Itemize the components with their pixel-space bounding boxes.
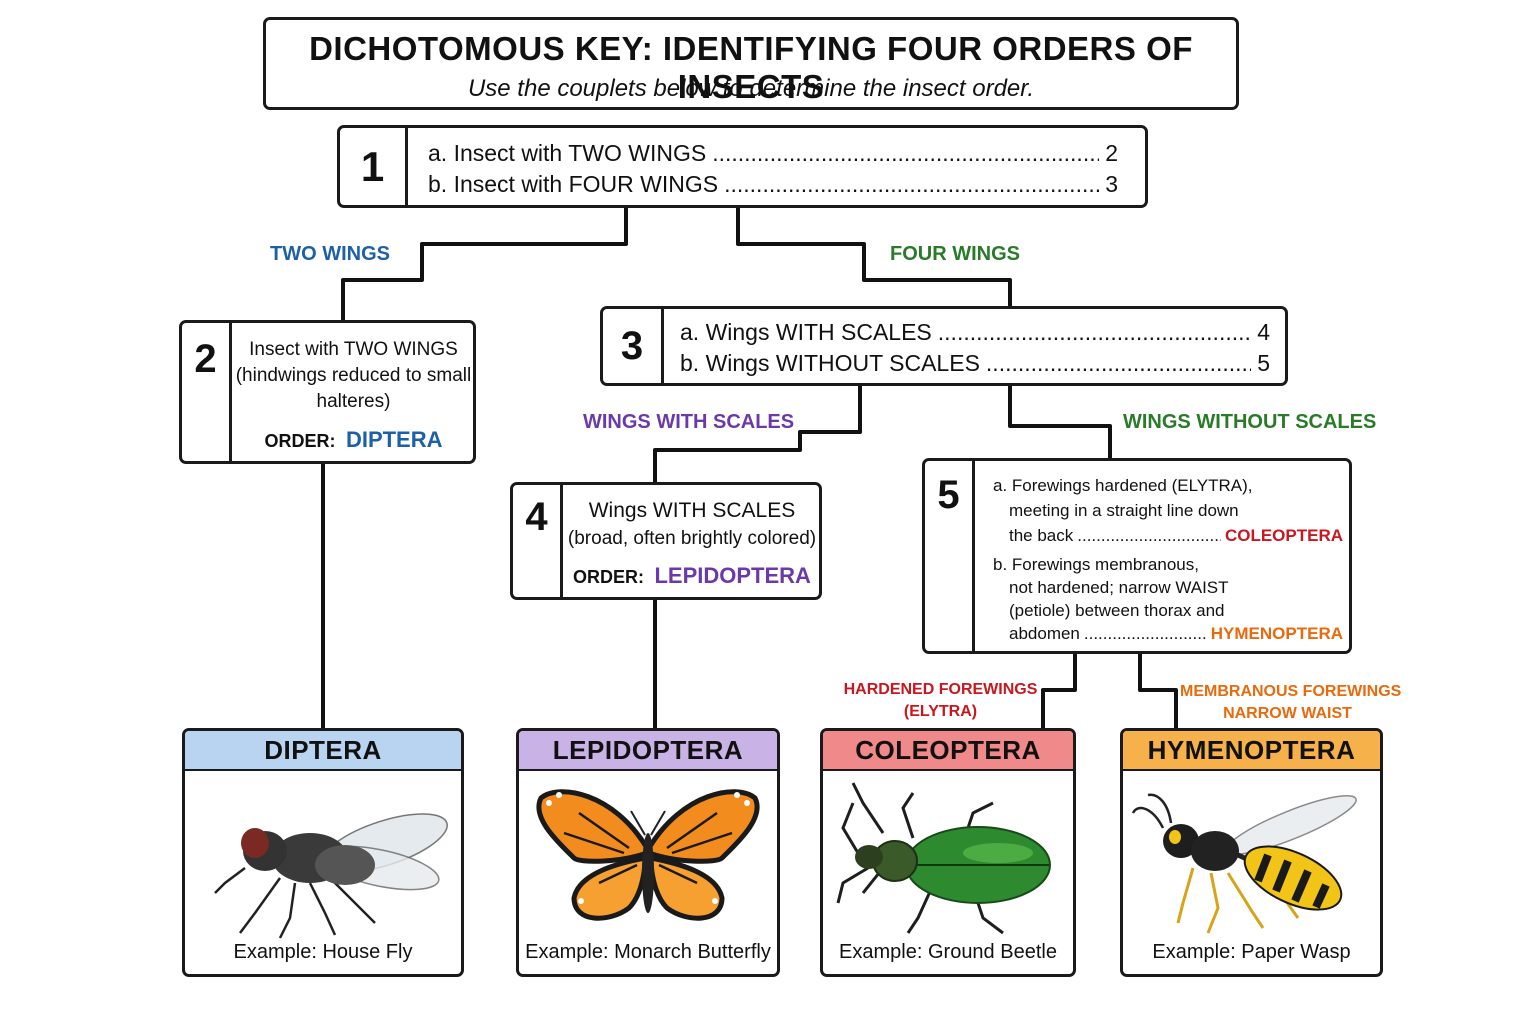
couplet-5-b-line3: (petiole) between thorax and [1009,601,1225,620]
couplet-5-a-line3: the back [1009,526,1074,545]
couplet-3-option-b: b. Wings WITHOUT SCALES ................… [680,350,1270,377]
couplet-1-option-a: a. Insect with TWO WINGS ...............… [428,140,1118,167]
branch-label-four-wings: FOUR WINGS [890,243,1020,265]
branch-label-hardened-line1: HARDENED FOREWINGS [843,681,1038,698]
dot-leader: ........................................… [1077,526,1221,545]
card-diptera: DIPTERA Example: House Fly [182,728,464,977]
order-value-lepidoptera: LEPIDOPTERA [654,563,811,588]
paper-wasp-icon [1123,773,1380,943]
couplet-5-number: 5 [925,461,975,651]
branch-label-membranous-forewings: MEMBRANOUS FOREWINGS NARROW WAIST [1180,681,1402,725]
couplet-5-a-line2: meeting in a straight line down [1009,501,1239,520]
monarch-butterfly-icon [519,773,777,943]
couplet-3-option-b-text: b. Wings WITHOUT SCALES [680,350,980,376]
connector-5-to-hymenoptera [1138,654,1178,730]
card-hymenoptera: HYMENOPTERA Example: Paper Wasp [1120,728,1383,977]
couplet-1-option-b: b. Insect with FOUR WINGS ..............… [428,171,1118,198]
connector-3-to-5 [1008,386,1112,460]
couplet-3-option-a: a. Wings WITH SCALES ...................… [680,319,1270,346]
dot-leader: ........................................… [724,171,1099,197]
card-hymenoptera-header: HYMENOPTERA [1123,731,1380,771]
card-coleoptera: COLEOPTERA Example: Ground Beetle [820,728,1076,977]
dot-leader: ........................................… [712,140,1099,166]
couplet-4-line1: Wings WITH SCALES [588,499,796,522]
couplet-2-number: 2 [182,323,232,461]
couplet-5-b-line1: b. Forewings membranous, [993,555,1199,574]
couplet-2-description: Insect with TWO WINGS (hindwings reduced… [234,337,473,415]
card-diptera-example: Example: House Fly [233,941,413,963]
branch-label-membranous-line1: MEMBRANOUS FOREWINGS [1180,683,1402,700]
page-title: DICHOTOMOUS KEY: IDENTIFYING FOUR ORDERS… [309,30,1193,105]
couplet-5-a-line3-row: the back ...............................… [993,523,1343,548]
branch-label-hardened-line2: (ELYTRA) [903,703,978,720]
card-lepidoptera-example: Example: Monarch Butterfly [525,941,771,963]
couplet-5-option-a: a. Forewings hardened (ELYTRA), meeting … [993,473,1343,548]
branch-label-without-scales: WINGS WITHOUT SCALES [1123,411,1377,433]
result-hymenoptera: HYMENOPTERA [1210,624,1343,643]
card-lepidoptera-header: LEPIDOPTERA [519,731,777,771]
couplet-1-box: 1 a. Insect with TWO WINGS .............… [337,125,1148,208]
order-value-diptera: DIPTERA [345,427,443,452]
house-fly-icon [185,773,461,943]
result-coleoptera: COLEOPTERA [1224,526,1343,545]
couplet-5-b-line2: not hardened; narrow WAIST [1009,578,1229,597]
couplet-3-box: 3 a. Wings WITH SCALES .................… [600,306,1288,386]
card-coleoptera-header: COLEOPTERA [823,731,1073,771]
couplet-5-option-b: b. Forewings membranous, not hardened; n… [993,553,1343,645]
branch-label-two-wings: TWO WINGS [270,243,390,265]
couplet-3-option-b-leads: 5 [1257,350,1270,376]
couplet-5-box: 5 a. Forewings hardened (ELYTRA), meetin… [922,458,1352,654]
couplet-2-line2: (hindwings reduced to small [235,365,472,386]
card-diptera-header: DIPTERA [185,731,461,771]
card-lepidoptera: LEPIDOPTERA Example: Monarch Butterfly [516,728,780,977]
couplet-1-option-a-text: a. Insect with TWO WINGS [428,140,707,166]
connector-5-to-coleoptera [1041,654,1077,730]
couplet-4-order: ORDER: LEPIDOPTERA [565,563,819,589]
couplet-2-line3: halteres) [316,391,391,412]
couplet-3-option-a-leads: 4 [1257,319,1270,345]
ground-beetle-icon [823,773,1073,943]
card-hymenoptera-example: Example: Paper Wasp [1152,941,1351,963]
couplet-3-option-a-text: a. Wings WITH SCALES [680,319,932,345]
order-label: ORDER: [264,431,336,451]
couplet-2-line1: Insect with TWO WINGS [249,339,458,360]
couplet-4-description: Wings WITH SCALES (broad, often brightly… [565,497,819,553]
branch-label-with-scales: WINGS WITH SCALES [583,411,795,433]
connector-1-to-3 [736,208,1012,306]
card-coleoptera-example: Example: Ground Beetle [839,941,1057,963]
couplet-1-number: 1 [340,128,408,205]
connector-3-to-4 [653,386,862,484]
couplet-1-option-b-leads: 3 [1105,171,1118,197]
dot-leader: ........................................… [937,319,1252,345]
couplet-2-order: ORDER: DIPTERA [234,427,473,453]
couplet-5-b-line4-row: abdomen ................................… [993,622,1343,645]
order-label: ORDER: [573,567,645,587]
couplet-4-number: 4 [513,485,563,597]
dot-leader: ........................................… [1083,624,1207,643]
couplet-4-box: 4 Wings WITH SCALES (broad, often bright… [510,482,822,600]
couplet-5-b-line4: abdomen [1009,624,1080,643]
page-subtitle: Use the couplets below to determine the … [467,75,1035,102]
couplet-4-line2: (broad, often brightly colored) [567,528,817,549]
couplet-2-box: 2 Insect with TWO WINGS (hindwings reduc… [179,320,476,464]
couplet-3-number: 3 [603,309,664,383]
couplet-5-a-line1: a. Forewings hardened (ELYTRA), [993,476,1253,495]
dot-leader: ........................................… [985,350,1251,376]
couplet-1-option-a-leads: 2 [1105,140,1118,166]
branch-label-hardened-forewings: HARDENED FOREWINGS (ELYTRA) [838,679,1043,723]
title-box: DICHOTOMOUS KEY: IDENTIFYING FOUR ORDERS… [263,17,1239,110]
branch-label-membranous-line2: NARROW WAIST [1223,705,1352,722]
couplet-1-option-b-text: b. Insect with FOUR WINGS [428,171,719,197]
connector-1-to-2 [341,208,628,320]
